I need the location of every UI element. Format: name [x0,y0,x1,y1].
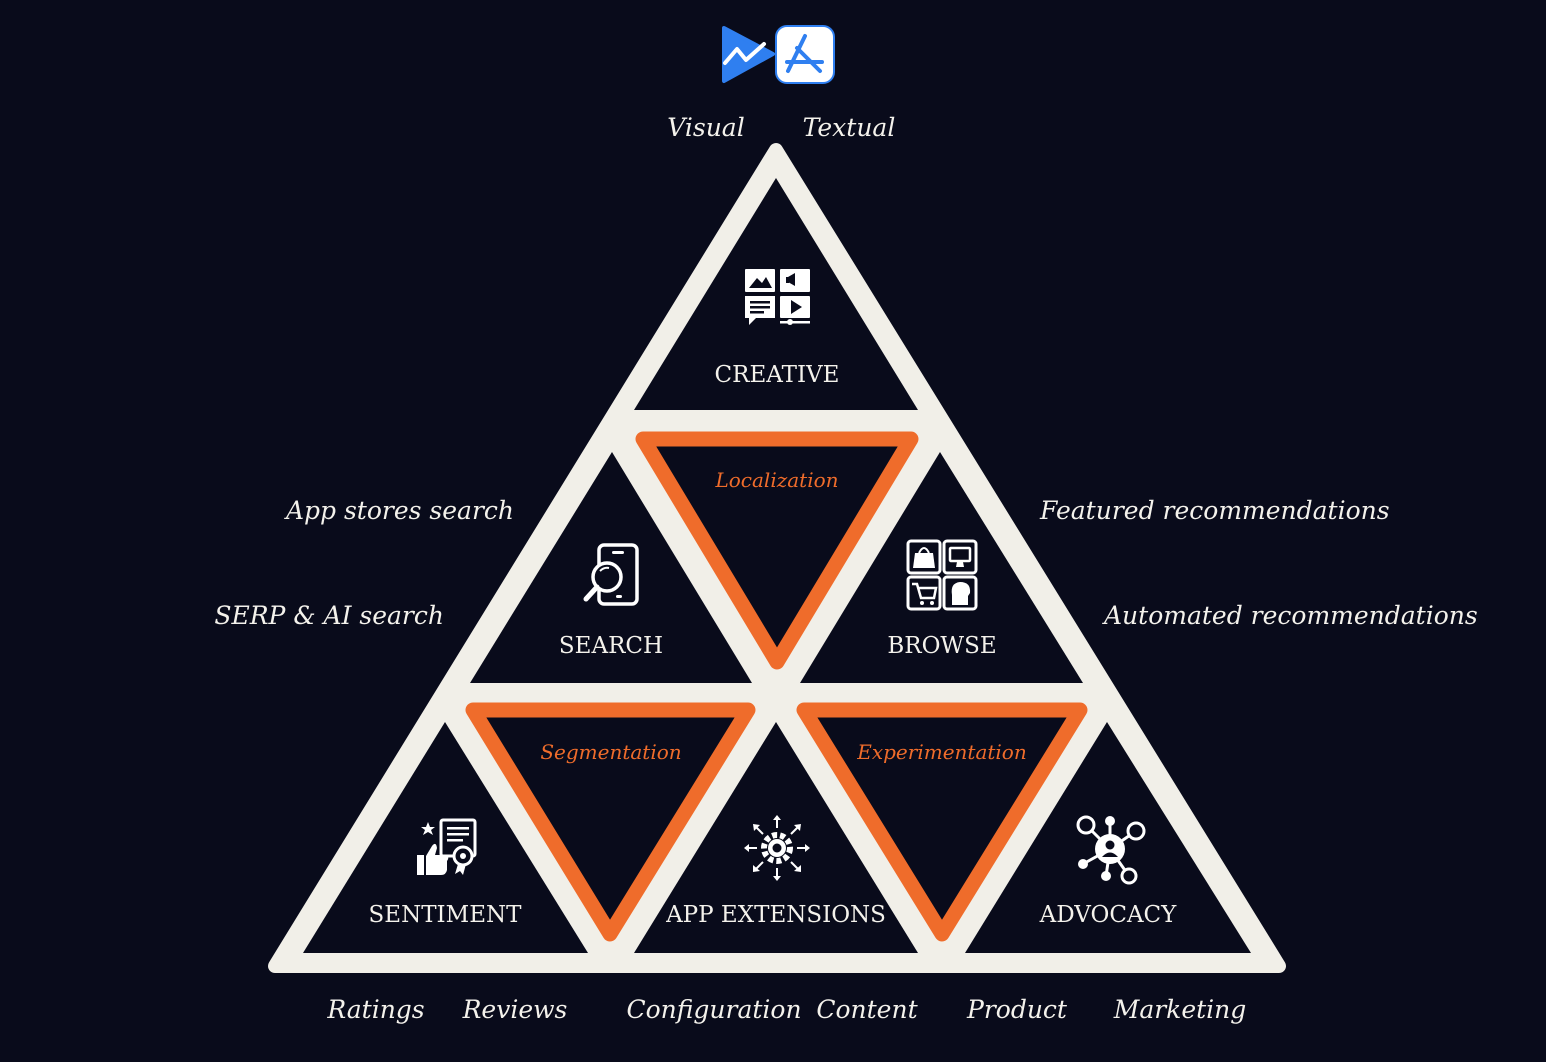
label-app-stores-search: App stores search [284,496,514,525]
phone-search-icon [583,543,639,606]
app-store-logo [775,25,835,84]
connector-label-segmentation: Segmentation [540,740,681,764]
label-visual: Visual [667,113,744,142]
bottom-label-ratings: Ratings [326,995,424,1024]
connector-label-experimentation: Experimentation [856,740,1026,764]
localization-triangle [635,431,919,670]
network-user-icon [1076,815,1146,885]
section-label-advocacy: ADVOCACY [1039,902,1178,928]
bottom-label-reviews: Reviews [462,995,568,1024]
creative-section [634,178,918,410]
browse-grid-icon [906,539,978,611]
section-label-browse: BROWSE [887,633,996,659]
bottom-label-marketing: Marketing [1113,995,1247,1024]
section-label-app-extensions: APP EXTENSIONS [665,902,886,928]
bottom-label-configuration: Configuration [626,995,801,1024]
segmentation-triangle [465,702,756,942]
connector-label-localization: Localization [714,468,838,492]
creative-media-icon [745,269,810,325]
rating-review-icon [417,818,477,875]
section-label-creative: CREATIVE [715,362,840,388]
bottom-label-content: Content [816,995,918,1024]
bottom-label-product: Product [966,995,1068,1024]
label-featured-recommendations: Featured recommendations [1039,496,1390,525]
label-automated-recommendations: Automated recommendations [1102,601,1478,630]
label-serp-ai-search: SERP & AI search [214,601,444,630]
experimentation-triangle [796,702,1088,942]
gear-arrows-icon [744,815,810,881]
section-label-sentiment: SENTIMENT [369,902,523,928]
play-store-logo [722,26,775,83]
label-textual: Textual [803,113,896,142]
sentiment-section [303,722,588,953]
section-label-search: SEARCH [559,633,663,659]
